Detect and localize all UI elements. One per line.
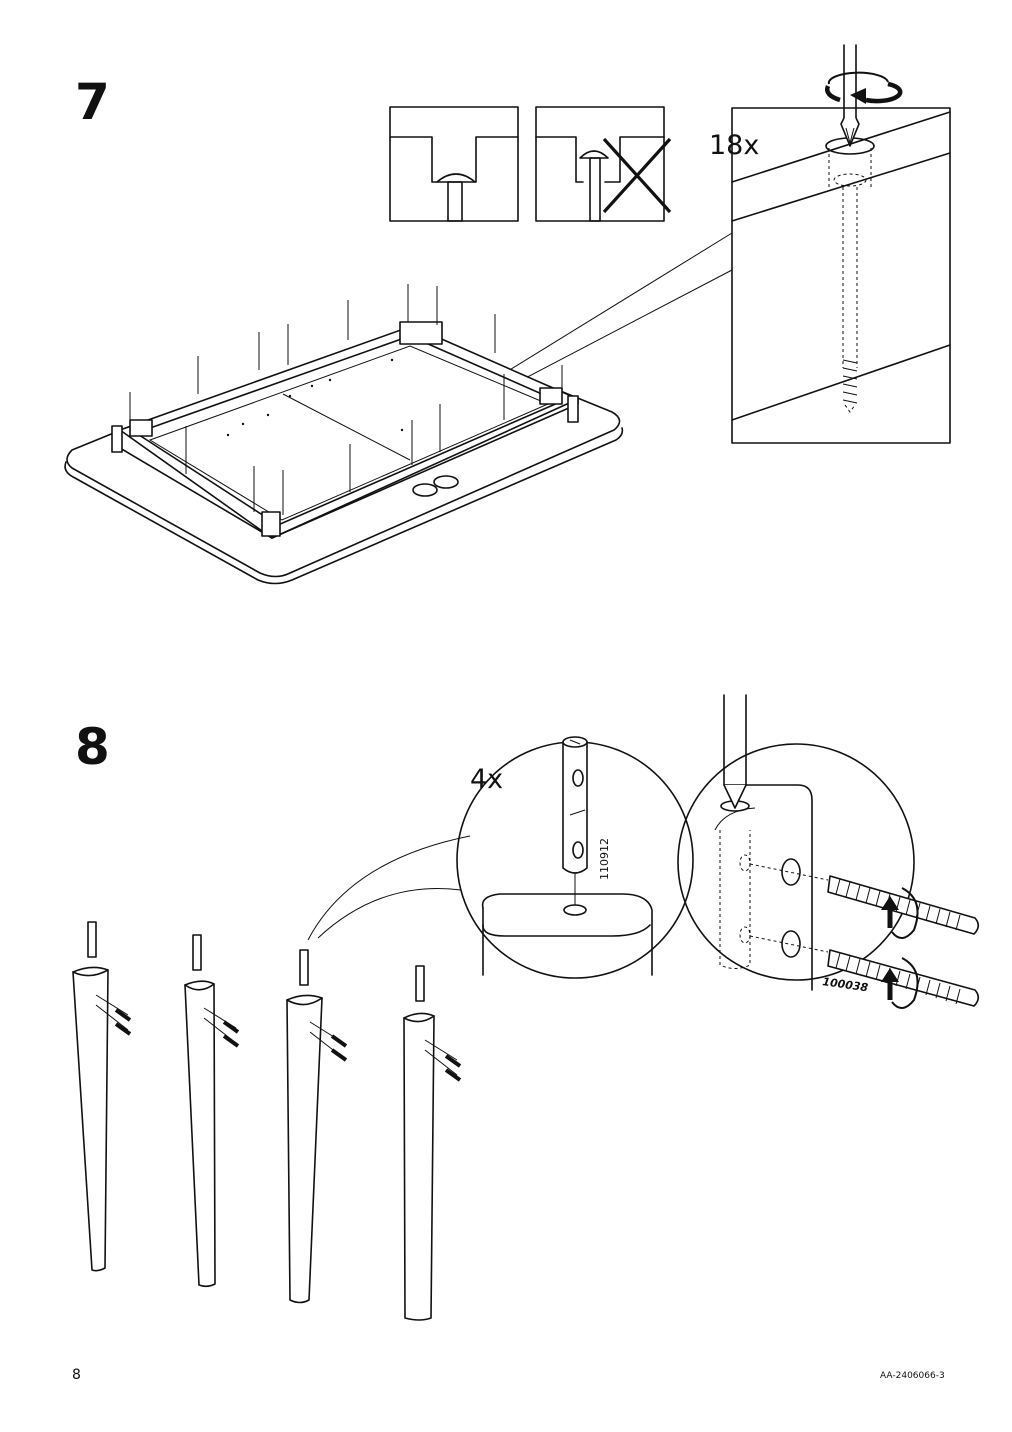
rotate-arrow-icon: [881, 957, 919, 1009]
dowel-zoom-detail: 110912: [307, 736, 694, 979]
document-code: AA-2406066-3: [880, 1371, 945, 1381]
bolt-part-number: 100038: [822, 975, 870, 994]
bolt-icon: [827, 875, 980, 935]
screw-icon: [842, 359, 858, 413]
table-leg-icon: [184, 934, 240, 1288]
screw-depth-incorrect-detail: [535, 106, 672, 222]
step-7-number: 7: [75, 73, 110, 131]
table-leg-icon: [403, 965, 462, 1321]
screw-depth-correct-detail: [389, 106, 519, 222]
table-leg-icon: [72, 921, 132, 1272]
screwdriver-icon: [840, 44, 860, 147]
page-number: 8: [72, 1367, 81, 1383]
rotate-arrow-icon: [881, 887, 919, 939]
table-top-with-frame: [64, 284, 624, 585]
rotate-arrow-icon: [825, 71, 903, 104]
step-7-quantity: 18x: [709, 130, 760, 161]
step-8-number: 8: [75, 718, 110, 776]
dowel-icon: [562, 736, 588, 874]
screwdriver-icon: [723, 694, 747, 809]
table-leg-icon: [286, 949, 348, 1304]
screw-zoom-detail: [731, 44, 951, 444]
bolt-zoom-detail: 100038: [677, 694, 980, 1009]
cross-icon: [602, 137, 672, 214]
dowel-part-number: 110912: [598, 838, 611, 880]
